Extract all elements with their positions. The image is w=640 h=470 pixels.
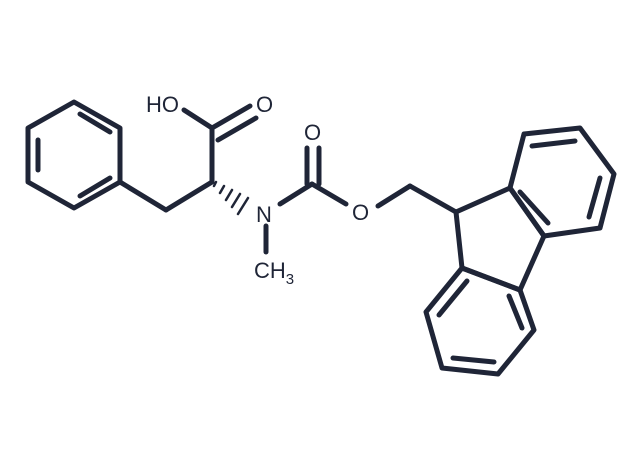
bond-phenyl-ch2 [117, 179, 169, 213]
bond-ch2-alpha [163, 179, 215, 213]
bond-ch2-c9 [407, 183, 459, 215]
phenyl-ring [25, 99, 123, 211]
ester-oxygen-label: O [352, 200, 369, 225]
hashed-wedge-bond [212, 180, 250, 216]
fluorene-lower-ring [423, 265, 537, 377]
bond-carboxyl-hydroxyl [181, 107, 215, 131]
bond-carboxyl-oxygen-a [209, 103, 253, 131]
bond-carbonyl-ester-oxygen [309, 181, 349, 207]
bond-n-carbonyl [277, 181, 315, 207]
carbamate-oxygen-label: O [304, 120, 321, 145]
nitrogen-label: N [256, 202, 272, 227]
methyl-label: CH3 [254, 258, 294, 288]
fluorene-upper-ring [507, 125, 617, 239]
carboxyl-oxygen-label: O [256, 92, 273, 117]
hydroxyl-label: HO [146, 92, 179, 117]
bond-carboxyl-oxygen-b [215, 115, 259, 143]
bond-oxygen-ch2 [375, 183, 413, 209]
